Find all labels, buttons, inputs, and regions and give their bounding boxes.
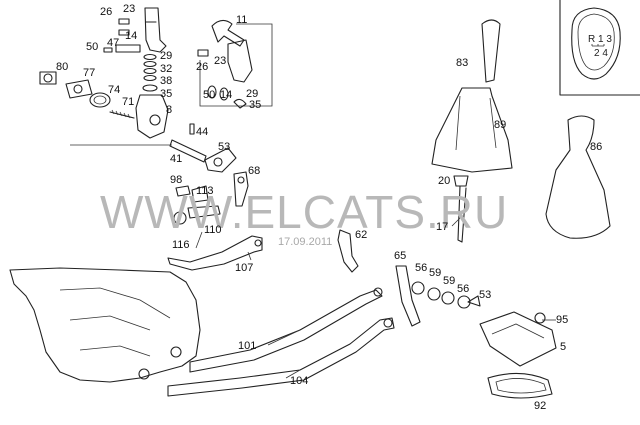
callout-104: 104	[290, 375, 308, 387]
callout-50-inset: 50	[203, 89, 215, 101]
callout-20: 20	[438, 175, 450, 187]
callout-47: 47	[107, 37, 119, 49]
callout-116: 116	[172, 239, 190, 251]
shift-rods	[167, 265, 557, 399]
callout-59-b: 59	[443, 275, 455, 287]
callout-35-inset: 35	[249, 99, 261, 111]
shift-pattern-bottom: 2 4	[594, 48, 608, 59]
callout-65: 65	[394, 250, 406, 262]
callout-89: 89	[494, 119, 506, 131]
callout-71: 71	[122, 96, 134, 108]
callout-35: 35	[160, 88, 172, 100]
gear-knob-and-boots	[431, 19, 611, 243]
callout-62: 62	[355, 229, 367, 241]
callout-17: 17	[436, 221, 448, 233]
callout-14: 14	[125, 30, 137, 42]
callout-29-inset: 29	[246, 88, 258, 100]
callout-56-b: 56	[457, 283, 469, 295]
callout-77: 77	[83, 67, 95, 79]
shift-lever-assembly	[39, 7, 359, 273]
callout-80: 80	[56, 61, 68, 73]
inset-parts-11	[197, 19, 273, 109]
callout-83: 83	[456, 57, 468, 69]
callout-44: 44	[196, 126, 208, 138]
callout-labels: 26 23 50 47 14 29 32 38 35 80 77 74 71 8…	[56, 3, 602, 412]
callout-101: 101	[238, 340, 256, 352]
callout-86: 86	[590, 141, 602, 153]
callout-23-inset: 23	[214, 55, 226, 67]
leader-lines	[70, 144, 556, 379]
callout-11: 11	[236, 14, 247, 26]
callout-29: 29	[160, 50, 172, 62]
callout-113: 113	[196, 185, 214, 197]
callout-23: 23	[123, 3, 135, 15]
callout-8: 8	[166, 104, 172, 116]
callout-50: 50	[86, 41, 98, 53]
callout-26-inset: 26	[196, 61, 208, 73]
callout-5: 5	[560, 341, 566, 353]
gearbox-housing	[9, 267, 201, 383]
callout-32: 32	[160, 63, 172, 75]
callout-14-inset: 14	[220, 89, 232, 101]
watermark-text: WWW.ELCATS.RU	[100, 186, 508, 238]
callout-59: 59	[429, 267, 441, 279]
callout-110: 110	[204, 224, 222, 236]
shift-pattern-top: R 1 3	[588, 34, 612, 45]
callout-92: 92	[534, 400, 546, 412]
callout-41: 41	[170, 153, 182, 165]
callout-74: 74	[108, 84, 120, 96]
watermark-date: 17.09.2011	[278, 236, 332, 248]
shift-pattern-inset: R 1 3 2 4	[559, 0, 640, 96]
callout-38: 38	[160, 75, 172, 87]
callout-95: 95	[556, 314, 568, 326]
callout-53: 53	[218, 141, 230, 153]
callout-107: 107	[235, 262, 253, 274]
callout-26: 26	[100, 6, 112, 18]
callout-53-b: 53	[479, 289, 491, 301]
callout-68: 68	[248, 165, 260, 177]
callout-56: 56	[415, 262, 427, 274]
callout-98: 98	[170, 174, 182, 186]
